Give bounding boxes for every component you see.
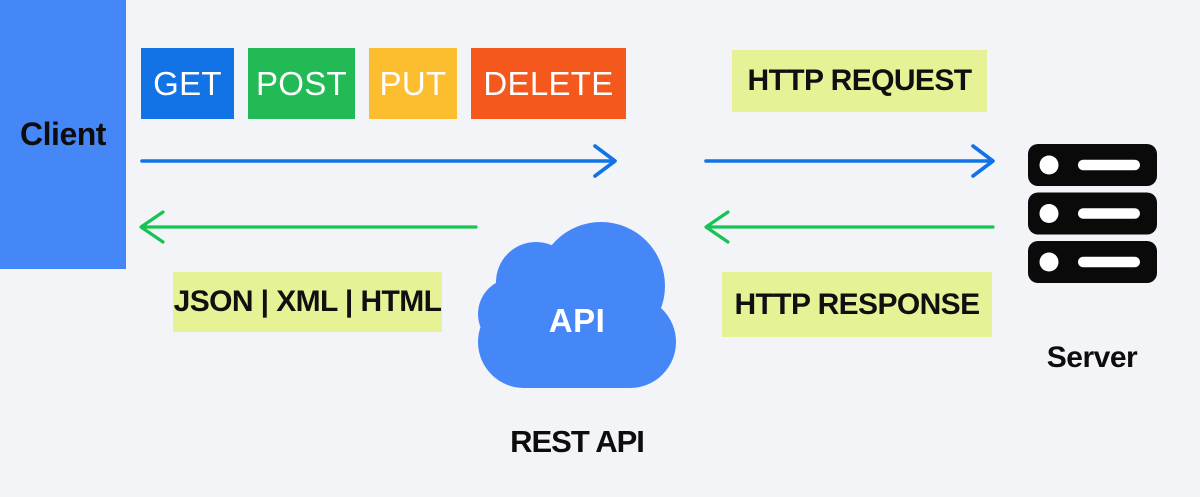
data-formats-label: JSON | XML | HTML — [173, 272, 442, 332]
cloud-icon — [478, 222, 676, 388]
server-label: Server — [1046, 341, 1138, 374]
method-badge-post: POST — [248, 48, 355, 119]
method-badge-put-label: PUT — [379, 64, 447, 102]
method-badge-delete-label: DELETE — [483, 64, 614, 102]
http-response-arrow-server-to-api — [704, 210, 995, 244]
method-badge-get-label: GET — [153, 64, 222, 102]
http-response-label: HTTP RESPONSE — [722, 272, 992, 337]
api-cloud-label: API — [548, 302, 606, 339]
method-badge-put: PUT — [369, 48, 457, 119]
server-icon — [1028, 144, 1157, 283]
method-badge-post-label: POST — [255, 64, 348, 102]
method-badge-delete: DELETE — [471, 48, 626, 119]
rest-api-caption: REST API — [510, 424, 645, 459]
method-badge-get: GET — [141, 48, 234, 119]
http-request-arrow-client-to-api — [140, 144, 617, 178]
http-request-arrow-api-to-server — [704, 144, 995, 178]
http-request-label: HTTP REQUEST — [732, 50, 987, 112]
client-label: Client — [20, 116, 106, 152]
client-box: Client — [0, 0, 126, 269]
http-response-arrow-api-to-client — [139, 210, 478, 244]
